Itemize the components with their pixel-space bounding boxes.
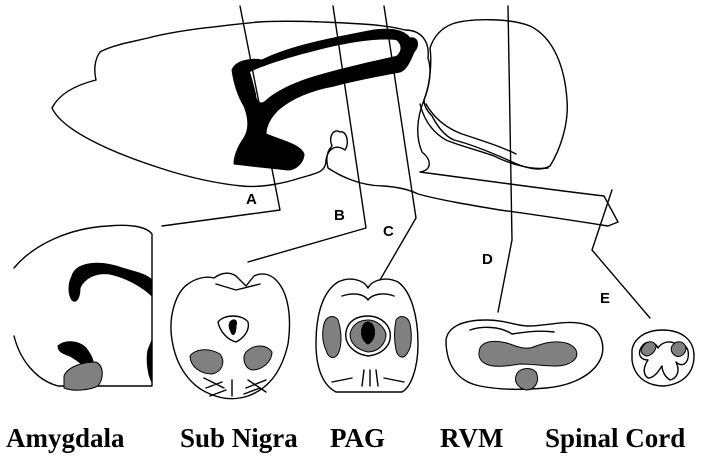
rvm-region — [479, 341, 577, 366]
cerebellum-outline — [424, 20, 567, 169]
spinal-cord-section — [632, 330, 694, 386]
sub-nigra-region-left — [190, 350, 223, 374]
pag-lateral-left — [323, 317, 341, 358]
label-amygdala: Amygdala — [6, 423, 125, 453]
section-letter-b: B — [334, 207, 345, 224]
section-letter-c: C — [383, 223, 394, 240]
sub-nigra-section — [171, 273, 290, 399]
amygdala-region — [64, 362, 102, 390]
rvm-section — [446, 320, 603, 390]
sub-nigra-inner-top — [216, 284, 260, 290]
pag-section — [316, 279, 418, 392]
section-letter-a: A — [246, 191, 257, 208]
label-pag: PAG — [330, 423, 385, 453]
rvm-region-lower — [515, 369, 537, 390]
pag-inner-top — [342, 294, 394, 300]
cerebellum-inner-outline — [420, 104, 548, 168]
pag-fibers — [332, 370, 404, 386]
sub-nigra-outline — [171, 273, 290, 399]
label-spinal-cord: Spinal Cord — [545, 423, 685, 453]
amygdala-ventricle-upper — [69, 263, 152, 301]
sub-nigra-aqueduct — [229, 320, 236, 335]
section-letter-d: D — [482, 251, 493, 268]
amygdala-right-dark — [147, 340, 152, 382]
label-sub-nigra: Sub Nigra — [180, 423, 298, 453]
amygdala-section — [14, 225, 152, 390]
sub-nigra-region-right — [244, 346, 272, 370]
rvm-inner-top — [470, 327, 554, 334]
pag-lateral-right — [395, 317, 412, 358]
sub-nigra-fibers — [204, 378, 266, 396]
label-rvm: RVM — [440, 423, 504, 453]
section-letter-e: E — [600, 290, 610, 307]
spinal-cord-dorsal-horn-right — [671, 342, 686, 357]
sagittal-brain — [52, 20, 618, 226]
